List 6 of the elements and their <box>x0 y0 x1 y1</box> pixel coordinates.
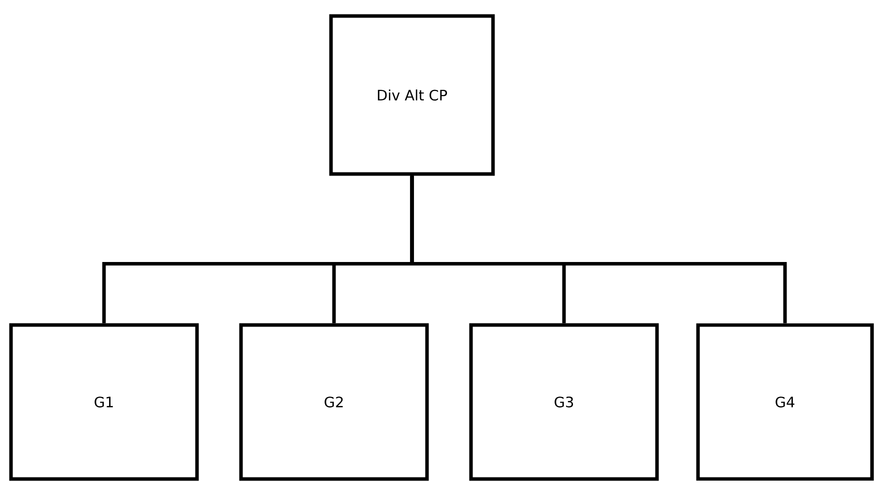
box: Div Alt CP <box>329 14 495 176</box>
box: G3 <box>469 323 659 481</box>
box: G4 <box>696 323 874 481</box>
box: G1 <box>9 323 199 481</box>
connector-line <box>410 176 787 324</box>
box: G2 <box>239 323 429 481</box>
